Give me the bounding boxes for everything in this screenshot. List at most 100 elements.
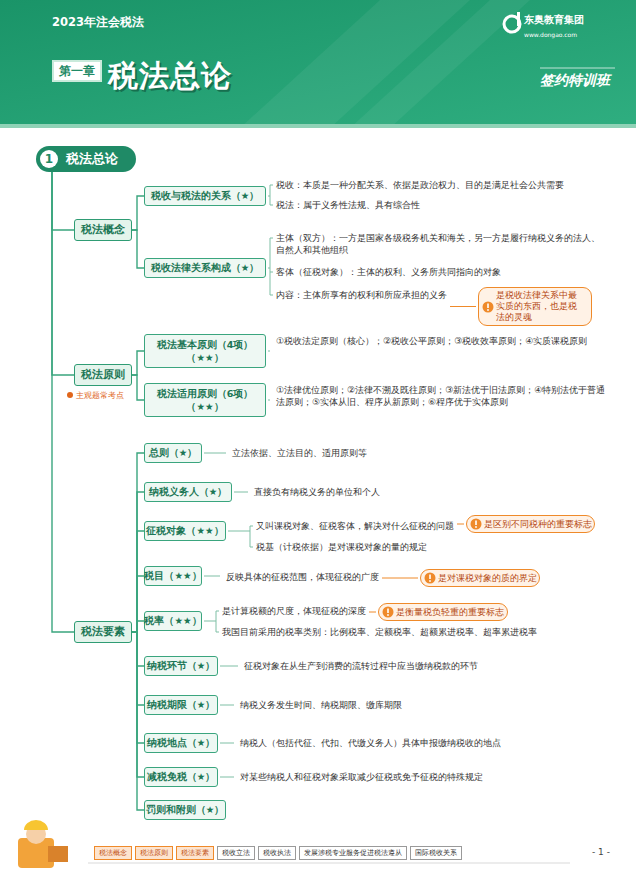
callout-box: 是区别不同税种的重要标志 — [466, 515, 595, 533]
leader-line — [268, 351, 270, 352]
topic-box: 纳税期限（★） — [144, 695, 218, 715]
footer-tab: 税法概念 — [94, 846, 132, 860]
node-text: 纳税环节（★） — [147, 660, 216, 673]
description-text: 纳税人（包括代征、代扣、代缴义务人）具体申报缴纳税收的地点 — [240, 737, 501, 749]
description-text: 纳税义务发生时间、纳税期限、缴库期限 — [240, 699, 402, 711]
header-rule — [540, 68, 615, 69]
leader-line — [270, 185, 273, 186]
description-text: 我国目前采用的税率类别：比例税率、定额税率、超额累进税率、超率累进税率 — [222, 626, 537, 638]
node-text: 税法原则 — [81, 368, 125, 382]
node-text: 是区别不同税种的重要标志 — [484, 519, 592, 530]
description-text: 内容：主体所享有的权利和所应承担的义务 — [276, 289, 447, 301]
tree-connector — [132, 492, 144, 632]
tree-connector — [132, 531, 144, 632]
leader-line — [234, 492, 248, 493]
leader-line — [216, 611, 219, 612]
leader-bracket — [270, 238, 271, 295]
leader-line — [228, 531, 250, 532]
topic-box: 税目（★★） — [144, 566, 202, 586]
description-text: 客体（征税对象）：主体的权利、义务所共同指向的对象 — [276, 266, 501, 278]
leader-line — [216, 632, 219, 633]
tree-connector — [132, 230, 144, 268]
node-text: 是衡量税负轻重的重要标志 — [396, 607, 504, 618]
tree-connector — [132, 632, 144, 810]
footer-tab: 税法原则 — [135, 846, 173, 860]
leader-bracket — [250, 526, 251, 547]
node-text: 税法概念 — [81, 223, 125, 237]
tree-connector — [132, 375, 144, 400]
chapter-title: 税法总论 — [108, 56, 232, 97]
topic-box: 征税对象（★★） — [144, 521, 226, 541]
node-text: 征税对象（★★） — [146, 525, 223, 538]
leader-line — [270, 295, 273, 296]
node-text: 纳税地点（★） — [147, 737, 216, 750]
leader-line — [220, 743, 234, 744]
callout-leader — [369, 612, 376, 613]
section-number: 1 — [40, 150, 58, 168]
tree-connector — [132, 351, 144, 375]
alert-icon — [382, 606, 394, 618]
worker-figure — [18, 820, 68, 868]
leader-line — [220, 666, 238, 667]
topic-box: 减税免税（★） — [144, 767, 218, 787]
callout-box: 是衡量税负轻重的重要标志 — [378, 603, 508, 621]
topic-box: 纳税环节（★） — [144, 656, 218, 676]
footer-tab: 税法要素 — [176, 846, 214, 860]
footer-tab: 发展涉税专业服务促进税法遵从 — [299, 846, 407, 860]
callout-leader — [450, 306, 476, 307]
callout-box: 是对课税对象的质的界定 — [420, 569, 540, 587]
topic-box: 税收法律关系构成（★） — [144, 258, 266, 278]
tree-connector — [52, 172, 74, 632]
leader-line — [204, 621, 216, 622]
node-text: 税率（★★） — [144, 615, 201, 628]
topic-box: 税法基本原则（4项）（★★） — [144, 334, 266, 368]
description-text: 征税对象在从生产到消费的流转过程中应当缴纳税款的环节 — [244, 660, 478, 672]
node-text: 税法适用原则（6项）（★★） — [150, 387, 260, 413]
node-text: 税收法律关系构成（★） — [151, 262, 260, 275]
description-text: 税收：本质是一种分配关系、依据是政治权力、目的是满足社会公共需要 — [276, 179, 564, 191]
node-text: 纳税义务人（★） — [149, 486, 228, 499]
tree-connector — [132, 453, 144, 632]
category-box: 税法原则 — [74, 364, 132, 386]
node-text: 税法总论 — [66, 150, 118, 168]
tree-connector — [52, 172, 74, 230]
description-text: 反映具体的征税范围，体现征税的广度 — [226, 571, 379, 583]
leader-line — [270, 238, 273, 239]
leader-bracket — [270, 185, 271, 205]
node-text: 是税收法律关系中最实质的东西，也是税法的灵魂 — [496, 290, 585, 323]
node-text: 罚则和附则（★） — [146, 804, 225, 817]
leader-line — [220, 777, 234, 778]
node-text: 总则（★） — [149, 447, 198, 460]
description-text: ①税收法定原则（核心）；②税收公平原则；③税收效率原则；④实质课税原则 — [276, 335, 587, 347]
leader-line — [204, 453, 226, 454]
chapter-badge: 第一章 — [52, 60, 102, 82]
description-text: ①法律优位原则；②法律不溯及既往原则；③新法优于旧法原则；④特别法优于普通法原则… — [276, 384, 606, 408]
tree-connector — [132, 632, 144, 743]
node-text: 税收与税法的关系（★） — [151, 190, 260, 203]
tree-connector — [132, 632, 144, 777]
alert-icon — [470, 518, 482, 530]
description-text: 税基（计税依据）是对课税对象的量的规定 — [256, 541, 427, 553]
description-text: 对某些纳税人和征税对象采取减少征税或免予征税的特殊规定 — [240, 771, 483, 783]
callout-leader — [382, 578, 418, 579]
description-text: 又叫课税对象、征税客体，解决对什么征税的问题 — [256, 520, 454, 532]
logo-url: www.dongao.com — [524, 29, 577, 41]
header-stripe — [350, 0, 530, 128]
topic-box: 罚则和附则（★） — [144, 800, 226, 820]
node-text: 是对课税对象的质的界定 — [438, 573, 537, 584]
topic-box: 税法适用原则（6项）（★★） — [144, 383, 266, 417]
header-band — [0, 0, 636, 128]
category-box: 税法要素 — [74, 621, 132, 643]
tree-connector — [132, 196, 144, 230]
footer-rule — [88, 863, 570, 864]
category-box: 税法概念 — [74, 219, 132, 241]
footer-tab: 税收执法 — [258, 846, 296, 860]
node-text: 税法基本原则（4项）（★★） — [150, 338, 260, 364]
leader-line — [250, 547, 253, 548]
callout-box: 是税收法律关系中最实质的东西，也是税法的灵魂 — [478, 287, 592, 326]
alert-icon — [424, 572, 436, 584]
tree-connector — [52, 172, 74, 375]
footer-tab: 国际税收关系 — [410, 846, 462, 860]
logo-mark — [517, 12, 520, 26]
